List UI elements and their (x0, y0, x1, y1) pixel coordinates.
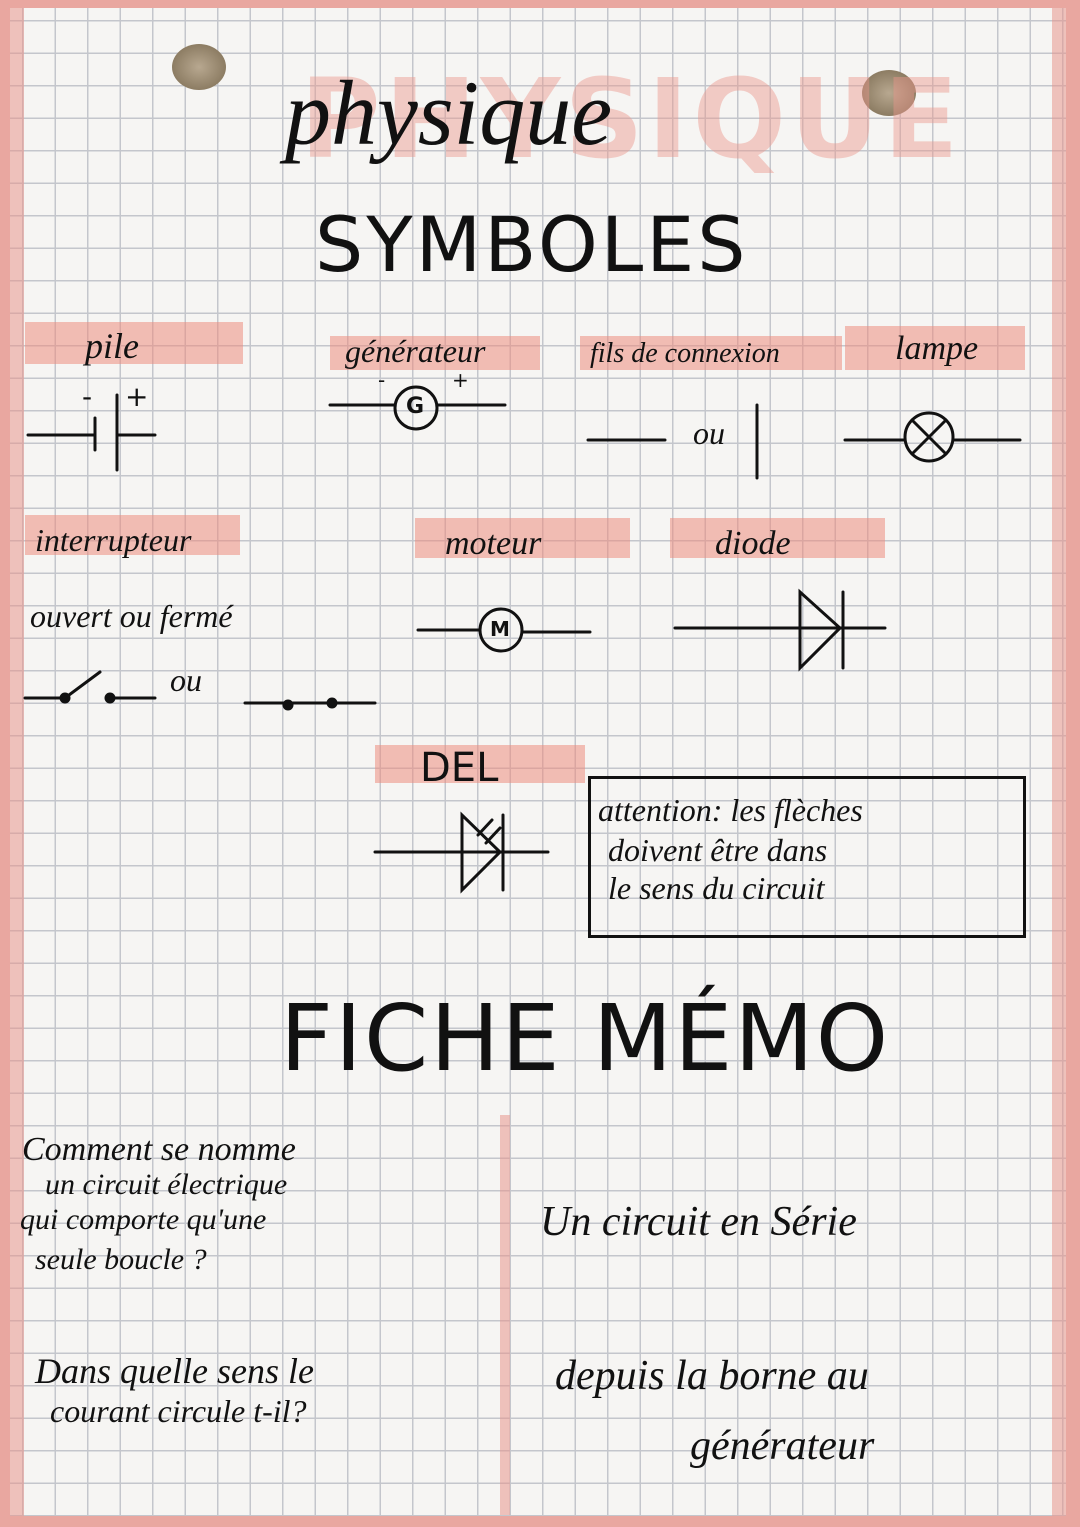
battery-plus: + (125, 380, 149, 413)
question-2-line-2: courant circule t-il? (50, 1393, 307, 1429)
label-pile: pile (85, 326, 139, 366)
note-line-2: doivent être dans (608, 832, 828, 868)
generator-symbol (328, 385, 507, 431)
punch-hole (172, 44, 226, 90)
question-1-line-3: qui comporte qu'une (20, 1203, 267, 1236)
question-1-line-2: un circuit électrique (45, 1168, 288, 1201)
generator-minus: - (378, 368, 386, 392)
highlight (415, 518, 630, 558)
answer-2-line-2: générateur (690, 1423, 875, 1469)
highlight (25, 322, 243, 364)
lamp-symbol (843, 411, 1022, 463)
label-moteur: moteur (445, 525, 542, 562)
answer-1: Un circuit en Série (540, 1199, 857, 1245)
punch-hole (862, 70, 916, 116)
highlight (845, 326, 1025, 370)
label-generateur: générateur (345, 333, 486, 369)
highlight (375, 745, 585, 783)
label-diode: diode (715, 525, 791, 562)
battery-minus: - (82, 380, 93, 413)
label-del: DEL (420, 745, 499, 791)
generator-plus: + (452, 368, 469, 392)
highlight (25, 515, 240, 555)
memo-divider (500, 1115, 510, 1515)
label-fils: fils de connexion (590, 338, 780, 369)
label-lampe: lampe (895, 330, 979, 367)
switch-states: ouvert ou fermé (30, 598, 233, 634)
highlight (330, 336, 540, 370)
diode-symbol (673, 588, 887, 672)
answer-2-line-1: depuis la borne au (555, 1353, 869, 1399)
led-symbol (373, 811, 550, 894)
question-1-line-1: Comment se nomme (22, 1131, 296, 1168)
attention-note (588, 776, 1026, 938)
motor-letter: M (490, 617, 510, 641)
right-margin (1052, 8, 1066, 1516)
section-title: SYMBOLES (315, 200, 749, 289)
question-2-line-1: Dans quelle sens le (35, 1351, 314, 1391)
page-title: physique (285, 62, 613, 164)
note-line-1: attention: les flèches (598, 792, 863, 828)
memo-title: FICHE MÉMO (280, 985, 891, 1092)
motor-symbol (416, 607, 592, 653)
highlight (670, 518, 885, 558)
watermark: PHYSIQUE (300, 55, 963, 183)
wire-symbol (586, 403, 759, 480)
highlight (580, 336, 842, 370)
question-1-line-4: seule boucle ? (35, 1243, 207, 1276)
switch-open-symbol (23, 670, 157, 704)
label-interrupteur: interrupteur (35, 522, 192, 558)
note-line-3: le sens du circuit (608, 870, 825, 906)
switch-or: ou (170, 662, 202, 698)
generator-letter: G (406, 394, 425, 419)
left-margin (10, 8, 24, 1516)
battery-symbol (26, 393, 157, 472)
switch-closed-symbol (243, 697, 377, 711)
wire-or: ou (693, 415, 725, 451)
